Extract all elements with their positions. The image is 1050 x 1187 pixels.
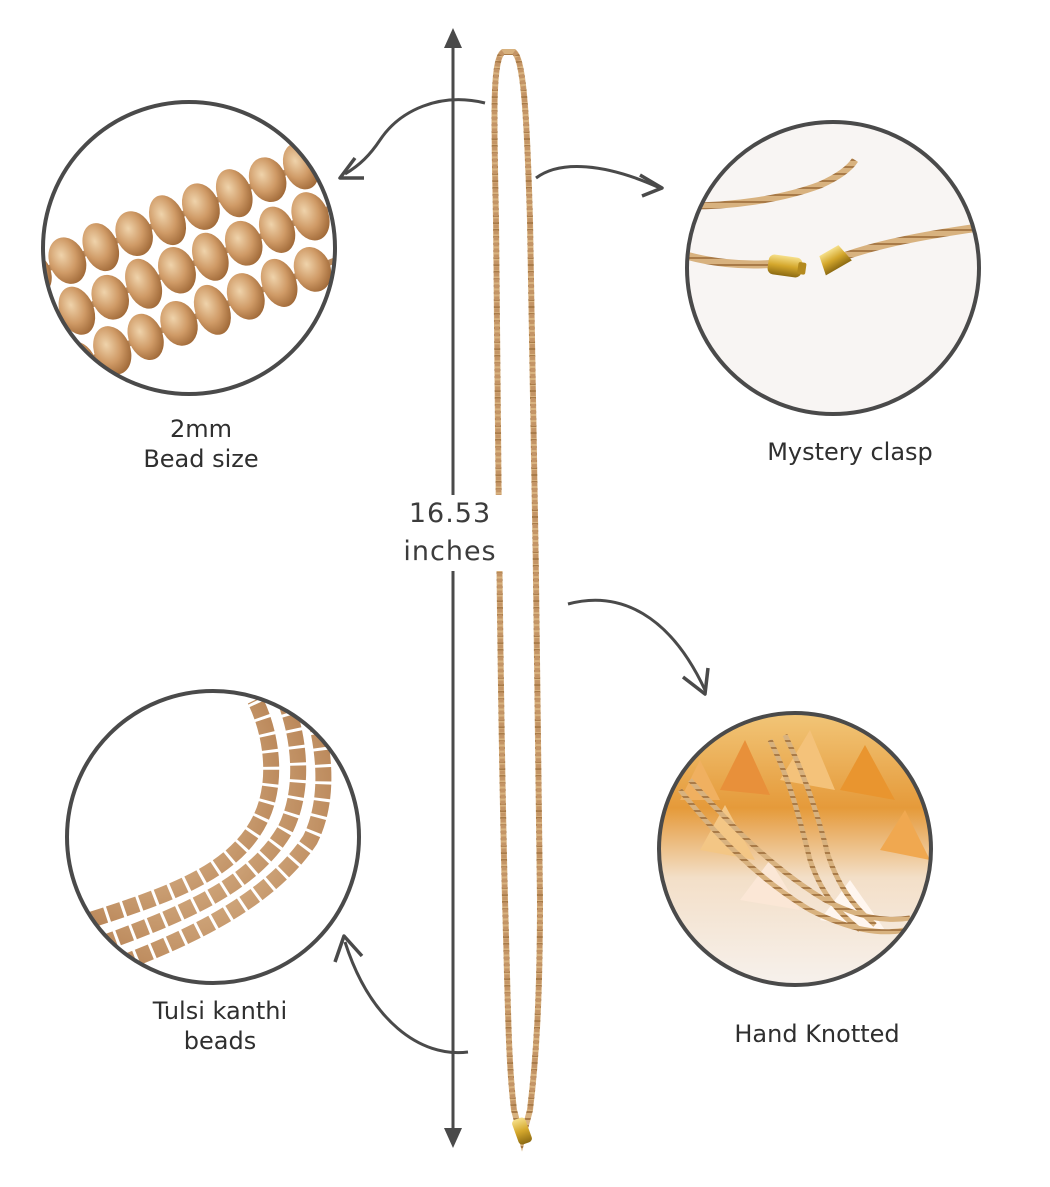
hand-knotted-photo [657, 711, 933, 987]
arrow-to-hand-knotted [567, 598, 710, 696]
hand-knotted-label: Hand Knotted [734, 1020, 900, 1048]
arrow-to-bead-size [338, 98, 486, 180]
bead-size-line1: 2mm [169, 415, 233, 443]
arrow-to-tulsi-beads [333, 934, 469, 1055]
mystery-clasp-label: Mystery clasp [767, 438, 933, 466]
length-value: 16.53 [408, 498, 492, 529]
bead-size-caption: 2mm Bead size [96, 414, 306, 474]
hand-knotted-caption: Hand Knotted [702, 1019, 932, 1049]
bead-size-photo [41, 100, 337, 396]
tulsi-beads-caption: Tulsi kanthi beads [120, 996, 320, 1056]
measurement-line [444, 28, 462, 1148]
arrow-to-clasp [535, 165, 664, 198]
mystery-clasp-photo [685, 120, 981, 416]
necklace-image [491, 49, 544, 1152]
bead-size-line2: Bead size [143, 445, 259, 473]
mystery-clasp-caption: Mystery clasp [740, 437, 960, 467]
length-measurement-label: 16.53 inches [380, 495, 520, 571]
tulsi-beads-photo [65, 689, 361, 985]
length-unit: inches [403, 536, 497, 567]
tulsi-beads-line1: Tulsi kanthi [152, 997, 288, 1025]
tulsi-beads-line2: beads [183, 1027, 257, 1055]
